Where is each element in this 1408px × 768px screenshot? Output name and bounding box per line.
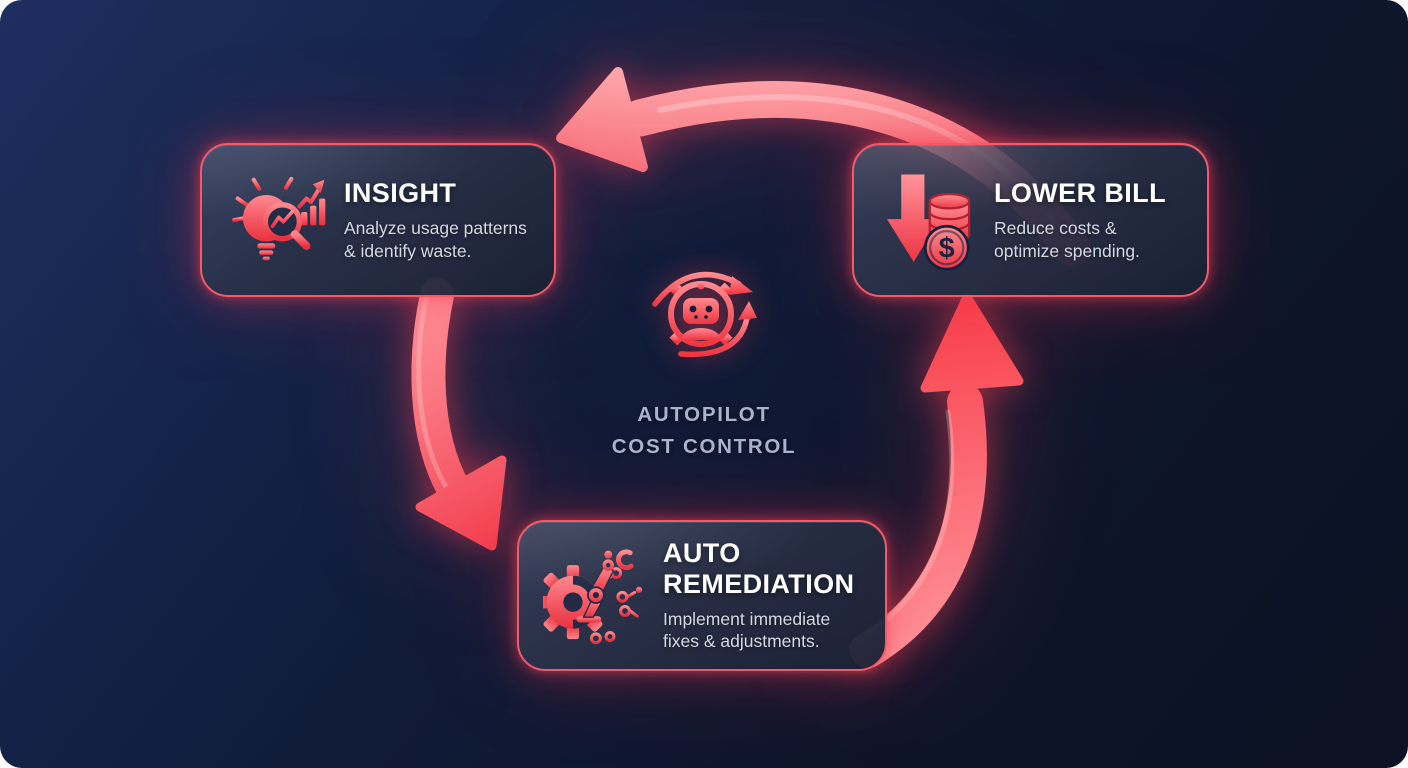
lightbulb-analytics-icon	[226, 165, 328, 275]
card-subtitle: Implement immediate fixes & adjustments.	[663, 608, 831, 652]
card-subtitle: Reduce costs & optimize spending.	[994, 218, 1140, 261]
gear-robot-cycle-icon	[534, 256, 874, 383]
card-title: AUTO REMEDIATION	[663, 538, 855, 599]
gear-robotic-arm-icon	[543, 541, 647, 651]
card-subtitle: Analyze usage patterns & identify waste.	[344, 218, 527, 261]
cycle-arrow-right-icon	[850, 292, 1024, 668]
down-arrow-coins-icon: $	[878, 165, 978, 275]
auto-remediation-card: AUTO REMEDIATION Implement immediate fix…	[517, 520, 887, 671]
cycle-arrow-left-icon	[411, 278, 507, 551]
card-title: INSIGHT	[344, 177, 457, 208]
card-title: LOWER BILL	[994, 177, 1166, 208]
lower-bill-card: $ LOWER BILL Reduce costs & optimize spe…	[852, 143, 1209, 297]
autopilot-hub: AUTOPILOT COST CONTROL	[534, 256, 874, 463]
dollar-sign-glyph: $	[939, 233, 955, 265]
autopilot-label: AUTOPILOT COST CONTROL	[611, 403, 797, 458]
insight-card: INSIGHT Analyze usage patterns & identif…	[200, 143, 556, 297]
